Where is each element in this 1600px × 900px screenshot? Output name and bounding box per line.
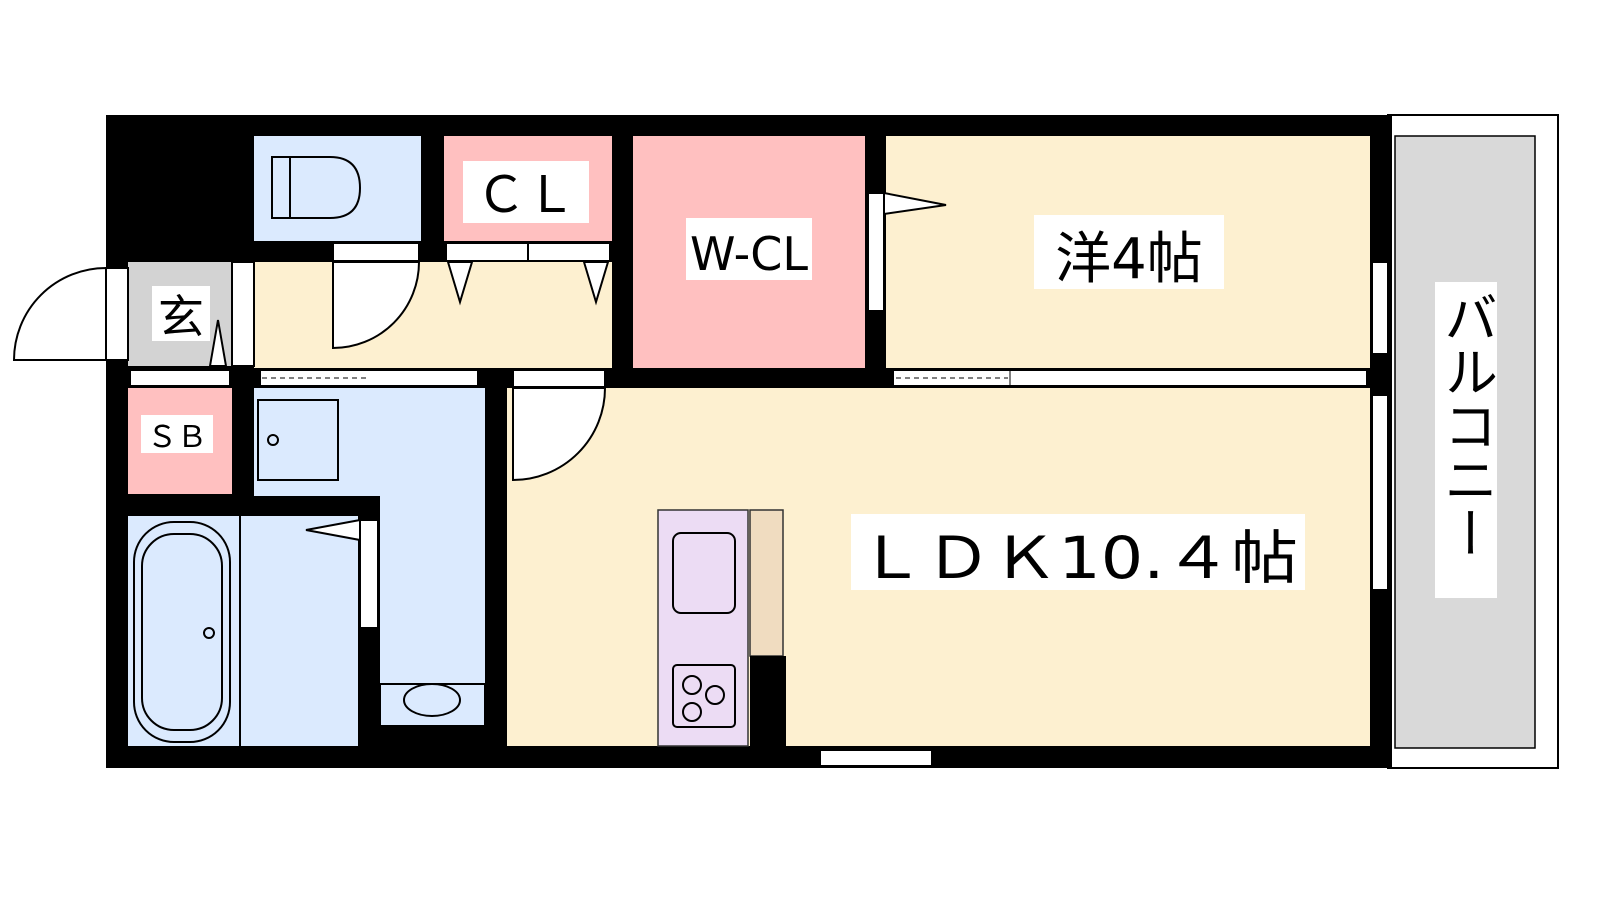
balcony-label: バルコニー bbox=[1435, 290, 1498, 560]
sink-icon bbox=[672, 532, 736, 614]
shoe-box-door[interactable] bbox=[129, 369, 231, 387]
toilet-door[interactable] bbox=[332, 261, 421, 350]
ldk-door-frame bbox=[512, 369, 606, 388]
burner-icon bbox=[682, 702, 702, 722]
shoe-box-label: ＳＢ bbox=[147, 420, 207, 455]
wcl-door-mark bbox=[883, 191, 947, 216]
label-bg bbox=[463, 161, 589, 223]
entrance-frame bbox=[105, 267, 129, 361]
western-room-label: 洋4帖 bbox=[1055, 227, 1203, 292]
entrance-label: 玄 bbox=[158, 290, 204, 344]
closet-door-left[interactable] bbox=[445, 242, 529, 262]
closet-door-right[interactable] bbox=[527, 242, 611, 262]
bathtub-icon bbox=[133, 521, 231, 743]
bathroom-door[interactable] bbox=[359, 519, 379, 629]
ldk-label: ＬＤＫ10.４帖 bbox=[858, 524, 1298, 592]
ldk-door[interactable] bbox=[512, 387, 607, 482]
entrance-door-mark bbox=[208, 319, 228, 367]
toilet-door-frame bbox=[332, 242, 420, 262]
label-bg bbox=[851, 514, 1305, 590]
washing-machine-dial-icon bbox=[267, 434, 279, 446]
label-bg bbox=[686, 218, 812, 280]
ldk-window[interactable] bbox=[1371, 394, 1389, 591]
kitchen-window[interactable] bbox=[819, 749, 933, 767]
label-bg bbox=[152, 286, 210, 341]
washroom bbox=[254, 388, 485, 496]
burner-icon bbox=[705, 685, 725, 705]
label-bg bbox=[1034, 215, 1224, 289]
bathtub-inner-icon bbox=[141, 533, 223, 731]
drain-icon bbox=[203, 627, 215, 639]
stove-icon bbox=[672, 664, 736, 728]
label-bg bbox=[1435, 282, 1497, 598]
walk-in-closet-label: W-CL bbox=[690, 227, 808, 281]
wash-basin-icon bbox=[403, 683, 461, 717]
wcl-door[interactable] bbox=[867, 192, 885, 312]
bathroom-door-mark bbox=[305, 518, 361, 542]
toilet-room bbox=[254, 136, 421, 241]
burner-icon bbox=[682, 675, 702, 695]
closet-door-marks bbox=[446, 261, 610, 306]
hallway bbox=[254, 262, 612, 368]
label-bg bbox=[141, 415, 213, 453]
bathroom bbox=[128, 516, 358, 746]
closet-label: ＣＬ bbox=[476, 166, 576, 224]
washroom-lower bbox=[380, 496, 485, 726]
kitchen-wall bbox=[750, 656, 786, 748]
entrance-door[interactable] bbox=[12, 266, 107, 361]
toilet-icon bbox=[271, 156, 362, 219]
washroom-sliding-door[interactable] bbox=[259, 369, 479, 387]
western-window[interactable] bbox=[1371, 261, 1389, 355]
washing-machine-icon bbox=[257, 399, 339, 481]
western-room-sliding-door[interactable] bbox=[892, 369, 1368, 387]
entrance-step bbox=[231, 261, 255, 367]
refrigerator-space bbox=[749, 509, 784, 657]
